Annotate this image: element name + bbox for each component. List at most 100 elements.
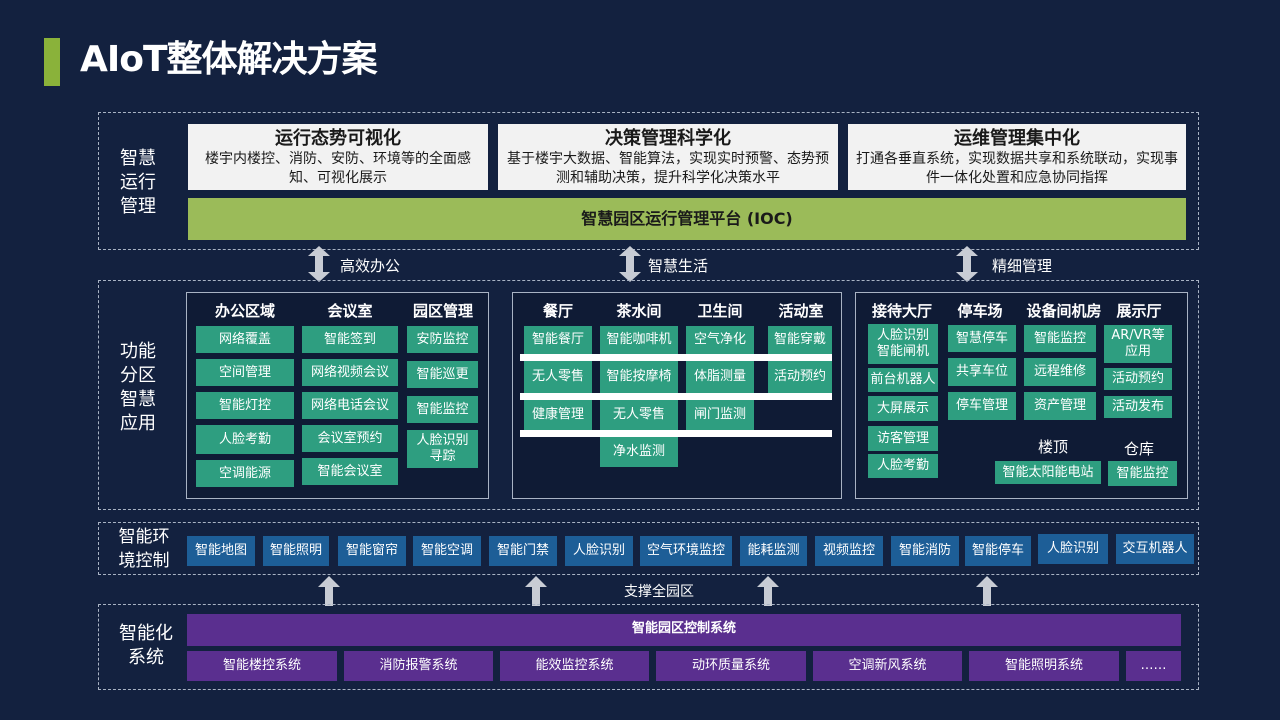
warehouse-label: 仓库: [1123, 440, 1154, 458]
equipment-room-item: 资产管理: [1024, 392, 1096, 420]
zone-head: 办公区域: [214, 302, 275, 320]
reception-item: 人脸考勤: [868, 454, 938, 478]
toilet-item: 体脂测量: [686, 361, 754, 393]
tea-item: 净水监测: [600, 437, 678, 467]
double-arrow-icon: [308, 246, 330, 282]
ops-card-visual: 运行态势可视化 楼宇内楼控、消防、安防、环境等的全面感知、可视化展示: [188, 124, 488, 190]
env-section: [98, 522, 1199, 575]
restaurant-item: 无人零售: [524, 361, 592, 393]
activity-item: 智能穿戴: [768, 326, 832, 354]
systems-section: [98, 604, 1199, 690]
equipment-room-item: 远程维修: [1024, 358, 1096, 386]
zone-head: 接待大厅: [871, 302, 932, 320]
double-arrow-icon: [619, 246, 641, 282]
restaurant-item: 智能餐厅: [524, 326, 592, 354]
zone-head: 茶水间: [616, 302, 662, 320]
tea-item: 智能按摩椅: [600, 361, 678, 393]
equipment-room-item: 智能监控: [1024, 325, 1096, 352]
system-item: 智能照明系统: [969, 651, 1119, 681]
restaurant-item: 健康管理: [524, 400, 592, 430]
showroom-item: 活动发布: [1104, 396, 1172, 418]
env-item: 智能地图: [187, 536, 255, 566]
control-platform-bar: 智能园区控制系统: [187, 614, 1181, 646]
double-arrow-icon: [956, 246, 978, 282]
system-item: 消防报警系统: [344, 651, 493, 681]
arrow-label-mgmt: 精细管理: [992, 257, 1053, 275]
reception-item: 前台机器人: [868, 368, 938, 392]
zone-head: 活动室: [778, 302, 824, 320]
activity-item: 活动预约: [768, 361, 832, 393]
meeting-item: 智能签到: [302, 326, 398, 353]
park-item: 智能巡更: [407, 361, 478, 388]
env-item: 智能窗帘: [338, 536, 406, 566]
meeting-item: 智能会议室: [302, 458, 398, 485]
env-item: 智能消防: [891, 536, 959, 566]
toilet-item: 空气净化: [686, 326, 754, 354]
up-arrow-icon: [525, 576, 547, 610]
env-item: 智能照明: [263, 536, 329, 566]
office-item: 空调能源: [196, 460, 294, 487]
parking-item: 共享车位: [948, 358, 1016, 386]
zone-head: 停车场: [957, 302, 1003, 320]
func-label: 功能 分区 智慧 应用: [120, 341, 156, 434]
white-divider: [520, 393, 832, 400]
card-title: 运维管理集中化: [954, 128, 1080, 149]
showroom-item: 活动预约: [1104, 368, 1172, 390]
zone-head: 会议室: [327, 302, 373, 320]
zone-head: 设备间机房: [1026, 302, 1102, 320]
reception-item: 访客管理: [868, 426, 938, 451]
env-item: 智能空调: [413, 536, 481, 566]
zone-head: 展示厅: [1116, 302, 1162, 320]
env-label: 智能环 境控制: [118, 527, 170, 571]
up-arrow-icon: [318, 576, 340, 610]
env-item: 交互机器人: [1116, 534, 1194, 564]
env-item: 智能停车: [965, 536, 1031, 566]
arrow-label-life: 智慧生活: [648, 257, 709, 275]
system-item: 动环质量系统: [656, 651, 806, 681]
office-item: 网络覆盖: [196, 326, 294, 353]
card-title: 运行态势可视化: [275, 128, 401, 149]
park-item: 安防监控: [407, 326, 478, 353]
meeting-item: 会议室预约: [302, 425, 398, 452]
roof-item: 智能太阳能电站: [995, 461, 1101, 484]
parking-item: 智慧停车: [948, 325, 1016, 352]
system-item: 能效监控系统: [500, 651, 649, 681]
ops-card-maintenance: 运维管理集中化 打通各垂直系统，实现数据共享和系统联动，实现事件一体化处置和应急…: [848, 124, 1186, 190]
park-item: 人脸识别寻踪: [407, 430, 478, 468]
reception-item: 人脸识别智能闸机: [868, 324, 938, 364]
env-item: 视频监控: [815, 536, 883, 566]
up-arrow-icon: [757, 576, 779, 610]
title-accent-bar: [44, 38, 60, 86]
env-item: 人脸识别: [1038, 534, 1108, 564]
meeting-item: 网络视频会议: [302, 359, 398, 386]
systems-label: 智能化 系统: [119, 623, 173, 668]
toilet-item: 闸门监测: [686, 400, 754, 430]
system-item: ……: [1126, 651, 1181, 681]
ioc-platform-bar: 智慧园区运行管理平台 (IOC): [188, 198, 1186, 240]
ops-card-decision: 决策管理科学化 基于楼宇大数据、智能算法，实现实时预警、态势预测和辅助决策，提升…: [498, 124, 838, 190]
roof-label: 楼顶: [1037, 438, 1068, 456]
parking-item: 停车管理: [948, 392, 1016, 420]
support-label: 支撑全园区: [624, 584, 694, 600]
office-item: 空间管理: [196, 359, 294, 386]
card-title: 决策管理科学化: [605, 128, 731, 149]
env-item: 能耗监测: [740, 536, 807, 566]
smart-ops-section: [98, 112, 1199, 250]
white-divider: [520, 430, 832, 437]
warehouse-item: 智能监控: [1108, 461, 1177, 486]
system-item: 空调新风系统: [813, 651, 962, 681]
zone-head: 餐厅: [542, 302, 573, 320]
office-item: 智能灯控: [196, 392, 294, 419]
env-item: 智能门禁: [489, 536, 557, 566]
page-title: AIoT整体解决方案: [80, 39, 378, 80]
env-item: 空气环境监控: [640, 536, 732, 566]
arrow-label-office: 高效办公: [340, 257, 401, 275]
park-item: 智能监控: [407, 396, 478, 423]
zone-head: 园区管理: [412, 302, 473, 320]
meeting-item: 网络电话会议: [302, 392, 398, 419]
card-desc: 打通各垂直系统，实现数据共享和系统联动，实现事件一体化处置和应急协同指挥: [856, 151, 1178, 186]
func-section: [98, 280, 1199, 510]
env-item: 人脸识别: [565, 536, 633, 566]
tea-item: 无人零售: [600, 400, 678, 430]
reception-item: 大屏展示: [868, 396, 938, 421]
